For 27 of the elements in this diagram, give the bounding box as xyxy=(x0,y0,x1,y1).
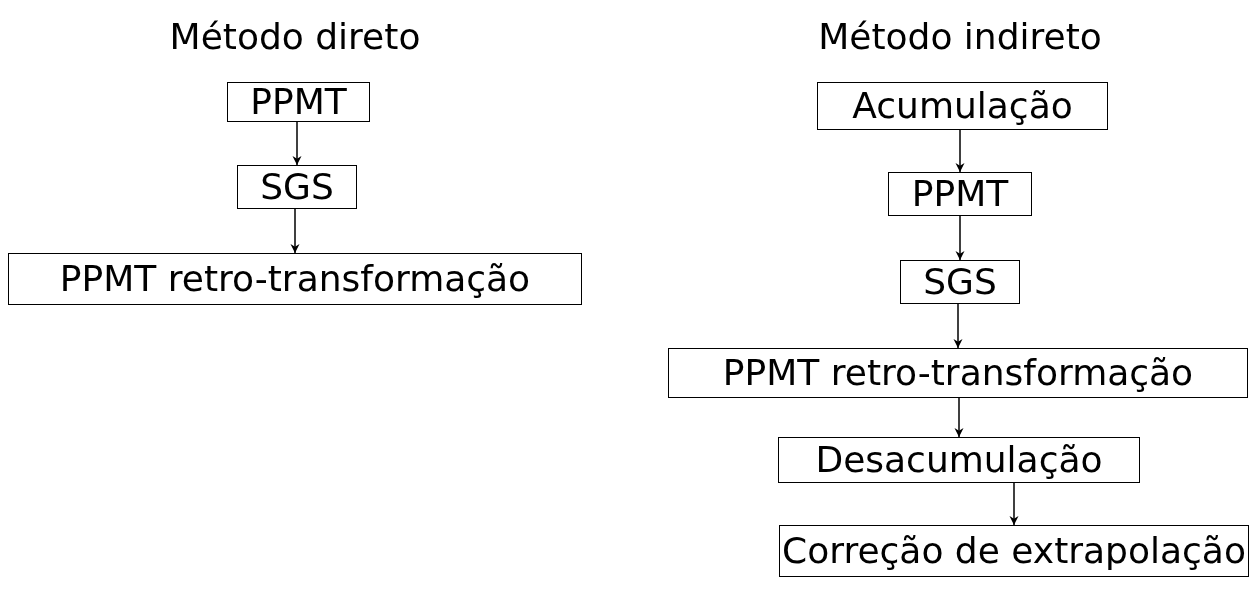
box-label: SGS xyxy=(260,169,334,205)
box-label: Acumulação xyxy=(852,88,1073,124)
box-label: SGS xyxy=(923,264,997,300)
arrow xyxy=(955,215,965,261)
process-box xyxy=(817,82,1108,130)
arrow xyxy=(955,129,965,173)
arrow xyxy=(953,303,963,349)
process-box xyxy=(237,165,357,209)
process-box xyxy=(888,172,1032,216)
box-label: PPMT xyxy=(250,84,347,120)
arrow xyxy=(954,397,964,438)
box-label: PPMT xyxy=(911,176,1009,212)
arrow xyxy=(1009,482,1019,526)
heading: Método indireto xyxy=(818,16,1102,57)
process-box xyxy=(227,82,370,122)
arrow xyxy=(292,121,302,166)
box-label: PPMT retro-transformação xyxy=(722,355,1194,391)
heading: Método direto xyxy=(169,16,421,57)
process-box xyxy=(900,260,1020,304)
process-box xyxy=(668,348,1248,398)
arrow xyxy=(290,208,300,254)
box-label: Desacumulação xyxy=(815,442,1103,478)
box-label: Correção de extrapolação xyxy=(782,533,1246,569)
process-box xyxy=(779,525,1249,577)
process-box xyxy=(8,253,582,305)
box-label: PPMT retro-transformação xyxy=(59,261,531,297)
process-box xyxy=(778,437,1140,483)
